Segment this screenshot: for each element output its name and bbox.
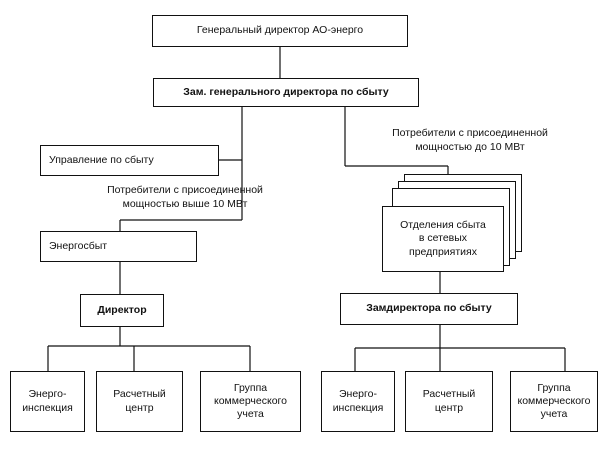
gen-director-box: Генеральный директор АО-энерго [152, 15, 408, 47]
director-box: Директор [80, 294, 164, 327]
energy-inspection-left-box: Энерго- инспекция [10, 371, 85, 432]
sales-management-box: Управление по сбыту [40, 145, 219, 176]
commercial-group-right-box: Группа коммерческого учета [510, 371, 598, 432]
consumers-below-label: Потребители с присоединенной мощностью д… [392, 127, 548, 153]
calc-center-left-box: Расчетный центр [96, 371, 183, 432]
energy-inspection-right-box: Энерго- инспекция [321, 371, 395, 432]
consumers-above-label: Потребители с присоединенной мощностью в… [107, 184, 263, 210]
deputy-director-box: Зам. генерального директора по сбыту [153, 78, 419, 107]
deputy-director-sales-box: Замдиректора по сбыту [340, 293, 518, 325]
commercial-group-left-box: Группа коммерческого учета [200, 371, 301, 432]
energosbyt-box: Энергосбыт [40, 231, 197, 262]
sales-divisions-box: Отделения сбыта в сетевых предприятиях [382, 206, 504, 272]
calc-center-right-box: Расчетный центр [405, 371, 493, 432]
